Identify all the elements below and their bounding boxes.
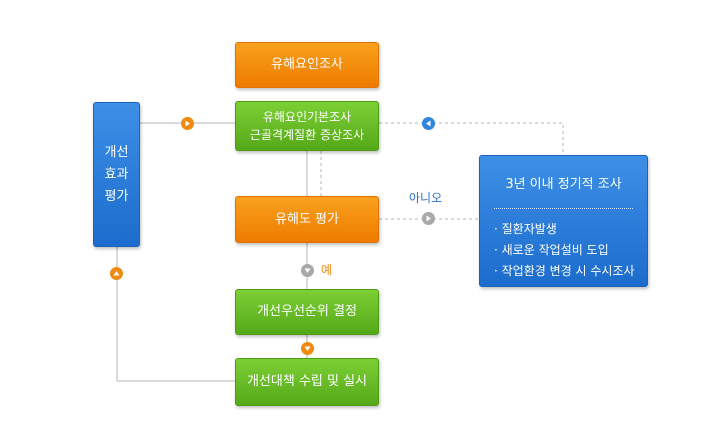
basic-survey-line-1: 유해요인기본조사 <box>262 110 352 124</box>
effect-eval-line-2: 효과 <box>104 166 129 182</box>
basic-survey-box: 유해요인기본조사 근골격계질환 증상조사 <box>235 101 379 151</box>
arrow-up-icon <box>110 267 123 280</box>
periodic-item: 질환자발생 <box>494 219 647 240</box>
arrow-down-icon <box>301 342 314 355</box>
hazard-evaluation-label: 유해도 평가 <box>275 211 339 227</box>
arrow-right-icon <box>181 117 194 130</box>
periodic-item: 새로운 작업설비 도입 <box>494 240 647 261</box>
improvement-priority-box: 개선우선순위 결정 <box>235 289 379 335</box>
arrow-down-icon <box>301 264 314 277</box>
periodic-survey-list: 질환자발생 새로운 작업설비 도입 작업환경 변경 시 수시조사 <box>480 219 647 282</box>
arrow-left-icon <box>422 117 435 130</box>
improvement-effect-evaluation-box: 개선 효과 평가 <box>93 102 140 247</box>
effect-eval-line-1: 개선 <box>104 144 129 160</box>
hazard-evaluation-box: 유해도 평가 <box>235 196 379 243</box>
improvement-plan-box: 개선대책 수립 및 실시 <box>235 358 379 406</box>
periodic-survey-title: 3년 이내 정기적 조사 <box>505 177 622 192</box>
yes-label: 예 <box>321 263 333 277</box>
arrow-right-icon <box>422 212 435 225</box>
no-label: 아니오 <box>409 191 443 205</box>
periodic-survey-box: 3년 이내 정기적 조사 질환자발생 새로운 작업설비 도입 작업환경 변경 시… <box>479 155 648 287</box>
harmful-factor-survey-box: 유해요인조사 <box>235 42 379 88</box>
improvement-plan-label: 개선대책 수립 및 실시 <box>246 374 368 389</box>
effect-eval-line-3: 평가 <box>104 188 129 204</box>
harmful-factor-survey-label: 유해요인조사 <box>271 57 343 72</box>
periodic-divider <box>494 208 633 209</box>
basic-survey-line-2: 근골격계질환 증상조사 <box>249 128 365 142</box>
improvement-priority-label: 개선우선순위 결정 <box>257 304 357 319</box>
periodic-item: 작업환경 변경 시 수시조사 <box>494 261 647 282</box>
